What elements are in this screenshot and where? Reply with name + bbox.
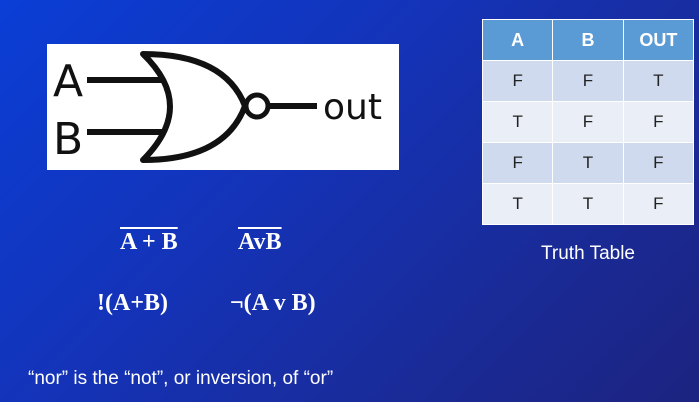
output-label: out (323, 87, 382, 128)
truth-table-caption: Truth Table (541, 243, 635, 264)
expression-neg-paren: ¬(A v B) (230, 290, 316, 316)
table-cell: F (481, 60, 554, 102)
expression-overbar-vee-text: AvB (238, 229, 282, 255)
input-a-label: A (53, 56, 83, 107)
nor-gate-svg: A B out (53, 51, 382, 165)
truth-table-header-row: A B OUT (481, 19, 695, 61)
table-row: F T F (481, 142, 695, 184)
table-cell: T (622, 60, 695, 102)
table-cell: F (622, 101, 695, 143)
header-out: OUT (622, 19, 695, 61)
table-cell: T (552, 183, 624, 225)
table-cell: T (552, 142, 624, 184)
expression-bang-paren: !(A+B) (97, 290, 168, 316)
nor-gate-diagram: A B out (47, 44, 399, 170)
header-a: A (481, 19, 554, 61)
table-cell: F (481, 142, 554, 184)
footer-note: “nor” is the “not”, or inversion, of “or… (28, 368, 334, 389)
table-row: T T F (481, 183, 695, 225)
table-cell: T (481, 101, 554, 143)
table-cell: F (622, 142, 695, 184)
header-b: B (552, 19, 624, 61)
table-row: T F F (481, 101, 695, 143)
table-cell: F (552, 101, 624, 143)
nor-gate-body (140, 51, 248, 163)
input-b-label: B (53, 114, 83, 165)
expression-overbar-plus: A + B (120, 230, 178, 254)
table-row: F F T (481, 60, 695, 102)
truth-table: A B OUT F F T T F F F T F T T F (481, 19, 695, 225)
expression-overbar-plus-text: A + B (120, 229, 178, 255)
table-cell: T (481, 183, 554, 225)
inversion-bubble (243, 92, 271, 120)
expression-overbar-vee: AvB (238, 230, 282, 254)
table-cell: F (622, 183, 695, 225)
table-cell: F (552, 60, 624, 102)
